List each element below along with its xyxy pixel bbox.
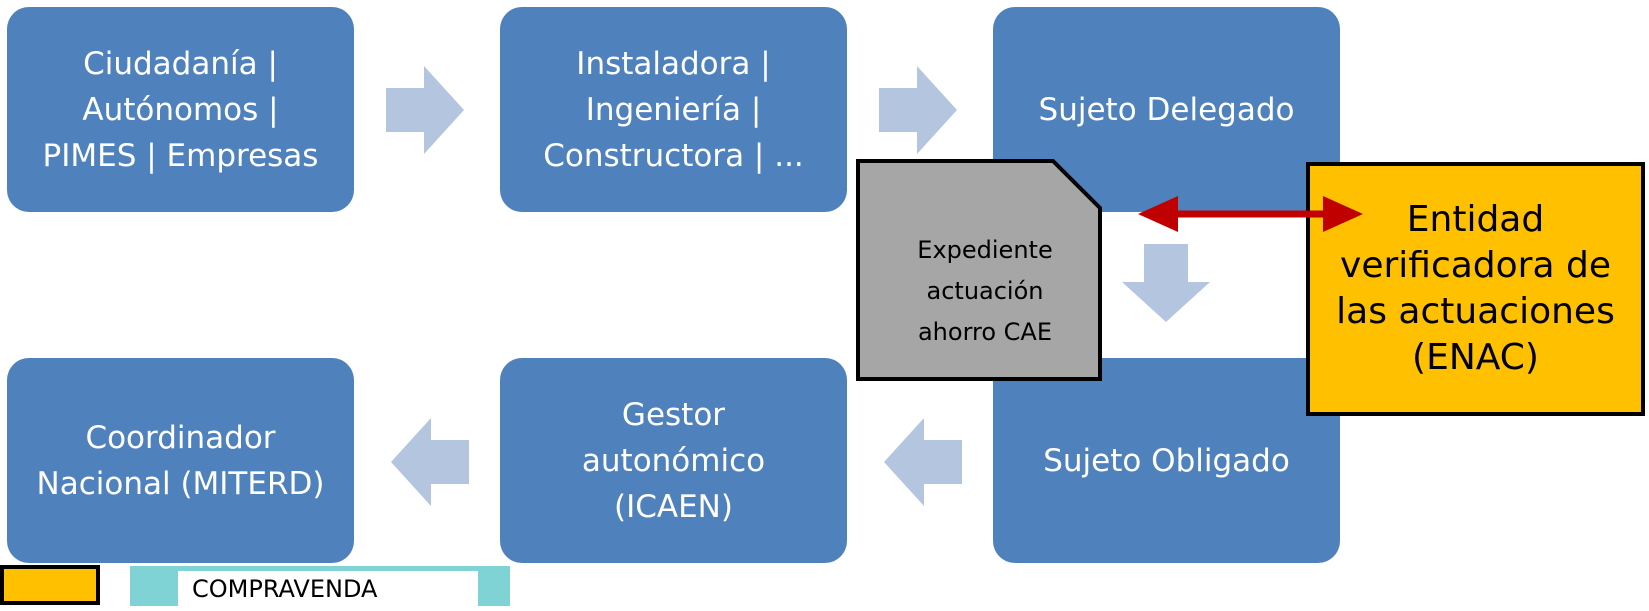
arrow-left-1-icon [884, 418, 962, 506]
box-instaladora-line-3: Constructora | ... [543, 137, 804, 174]
entidad-verificadora-box: Entidad verificadora de las actuaciones … [1306, 162, 1645, 416]
box-gestor-line-2: autonómico [581, 442, 766, 479]
box-instaladora-line-2: Ingeniería | [585, 91, 762, 128]
box-coordinador-line-2: Nacional (MITERD) [36, 465, 325, 502]
arrow-down-icon [1122, 244, 1210, 322]
box-instaladora: Instaladora | Ingeniería | Constructora … [500, 7, 847, 212]
entidad-line-4: (ENAC) [1412, 337, 1539, 378]
entidad-line-3: las actuaciones [1336, 291, 1615, 332]
expediente-line-1: Expediente [917, 236, 1053, 264]
arrow-right-1-icon [386, 66, 464, 154]
box-sujeto-obligado: Sujeto Obligado [993, 358, 1340, 563]
box-sujeto-delegado-line-1: Sujeto Delegado [1038, 91, 1295, 128]
expediente-label: Expediente actuación ahorro CAE [900, 230, 1070, 353]
box-coordinador-line-1: Coordinador [85, 419, 276, 456]
box-sujeto-obligado-line-1: Sujeto Obligado [1043, 442, 1290, 479]
arrow-right-2-icon [879, 66, 957, 154]
box-instaladora-line-1: Instaladora | [576, 45, 771, 82]
box-ciudadania-line-1: Ciudadanía | [83, 45, 278, 82]
expediente-line-3: ahorro CAE [917, 318, 1053, 346]
expediente-line-2: actuación [926, 277, 1044, 305]
arrow-left-2-icon [391, 418, 469, 506]
double-arrow-connector-icon [1138, 196, 1363, 232]
box-ciudadania-line-3: PIMES | Empresas [42, 137, 319, 174]
expediente-document-shape [856, 159, 1102, 381]
yellow-partial-box [0, 565, 100, 605]
box-ciudadania: Ciudadanía | Autónomos | PIMES | Empresa… [7, 7, 354, 212]
box-ciudadania-line-2: Autónomos | [82, 91, 279, 128]
box-gestor-line-3: (ICAEN) [614, 488, 733, 525]
box-coordinador: Coordinador Nacional (MITERD) [7, 358, 354, 563]
compravenda-partial-label: COMPRAVENDA [178, 571, 478, 611]
entidad-line-2: verificadora de [1340, 245, 1611, 286]
box-gestor: Gestor autonómico (ICAEN) [500, 358, 847, 563]
entidad-line-1: Entidad [1406, 199, 1545, 240]
box-gestor-line-1: Gestor [621, 396, 726, 433]
